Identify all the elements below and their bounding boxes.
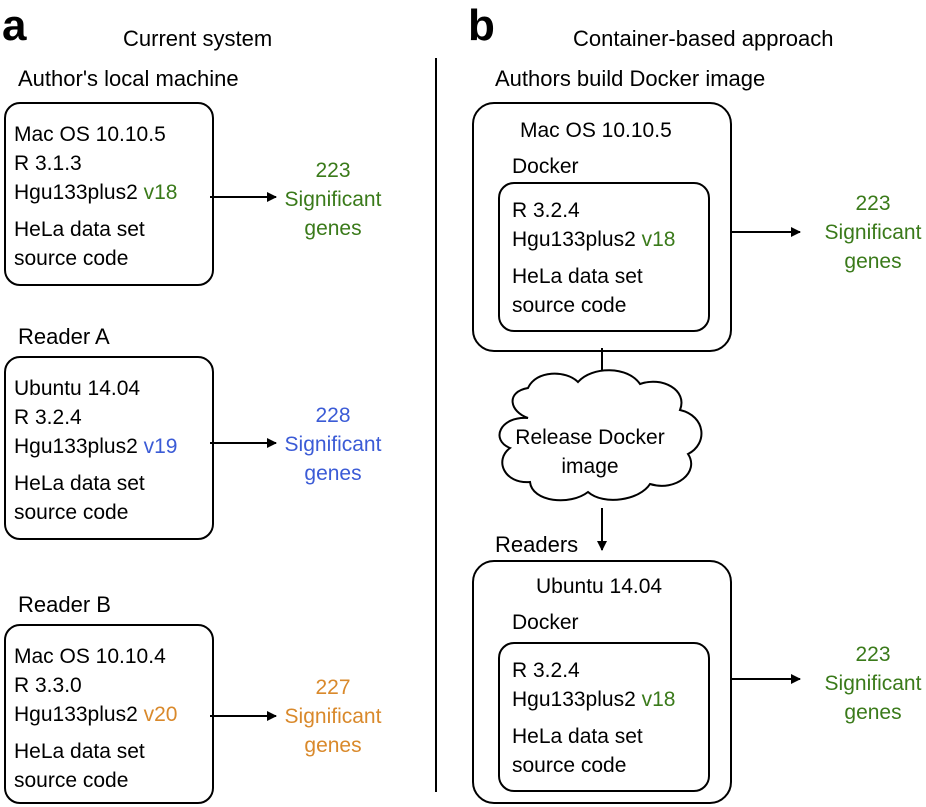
readers-label: Readers (495, 532, 579, 557)
readers-docker-label: Docker (512, 611, 579, 634)
reader-b-result-line2: genes (304, 734, 362, 757)
readers-dataset: HeLa data set (512, 725, 643, 748)
authors-build-label: Authors build Docker image (495, 66, 766, 91)
authors-package: Hgu133plus2 v18 (512, 225, 675, 254)
authors-result-count: 223 (855, 192, 891, 215)
reader-a-package-version: v19 (143, 435, 178, 458)
readers-result: 223 Significant genes (820, 640, 926, 727)
reader-b-dataset: HeLa data set (14, 740, 145, 763)
readers-source: source code (512, 754, 627, 777)
author-dataset: HeLa data set (14, 218, 145, 241)
authors-result-line2: genes (844, 250, 902, 273)
authors-docker-label: Docker (512, 155, 579, 178)
author-machine-box: Mac OS 10.10.5 R 3.1.3 Hgu133plus2 v18 H… (4, 102, 214, 286)
reader-a-label: Reader A (18, 324, 110, 349)
reader-b-result: 227 Significant genes (282, 673, 384, 760)
panel-b-title: Container-based approach (573, 26, 834, 51)
readers-package-name: Hgu133plus2 (512, 688, 636, 711)
reader-b-source: source code (14, 769, 129, 792)
author-package-version: v18 (143, 181, 178, 204)
reader-a-package-name: Hgu133plus2 (14, 435, 138, 458)
reader-a-result-line1: Significant (284, 433, 382, 456)
author-package-name: Hgu133plus2 (14, 181, 138, 204)
panel-divider (435, 58, 437, 792)
reader-a-package: Hgu133plus2 v19 (14, 432, 177, 461)
reader-a-dataset: HeLa data set (14, 472, 145, 495)
authors-host-os: Mac OS 10.10.5 (520, 119, 672, 142)
author-package: Hgu133plus2 v18 (14, 178, 177, 207)
readers-host-box: Ubuntu 14.04 Docker R 3.2.4 Hgu133plus2 … (472, 560, 732, 804)
reader-b-box: Mac OS 10.10.4 R 3.3.0 Hgu133plus2 v20 H… (4, 624, 214, 804)
reader-b-result-line1: Significant (284, 705, 382, 728)
release-cloud-shape (498, 369, 703, 502)
author-source: source code (14, 247, 129, 270)
panel-a-title: Current system (123, 26, 273, 51)
reader-b-label: Reader B (18, 592, 111, 617)
readers-package: Hgu133plus2 v18 (512, 685, 675, 714)
reader-a-source: source code (14, 501, 129, 524)
release-line1: Release Docker (515, 426, 665, 449)
readers-result-count: 223 (855, 643, 891, 666)
author-os: Mac OS 10.10.5 (14, 123, 166, 146)
authors-result: 223 Significant genes (820, 189, 926, 276)
reader-b-result-count: 227 (315, 676, 351, 699)
release-line2: image (561, 455, 619, 478)
authors-result-line1: Significant (824, 221, 922, 244)
author-r-version: R 3.1.3 (14, 152, 82, 175)
readers-result-line2: genes (844, 701, 902, 724)
reader-a-result-line2: genes (304, 462, 362, 485)
author-result-line2: genes (304, 217, 362, 240)
readers-host-os: Ubuntu 14.04 (536, 575, 663, 598)
panel-b-letter: b (468, 1, 495, 50)
reader-a-os: Ubuntu 14.04 (14, 377, 141, 400)
reader-b-os: Mac OS 10.10.4 (14, 645, 166, 668)
authors-package-version: v18 (641, 228, 676, 251)
release-cloud-text: Release Docker image (508, 423, 672, 481)
reader-a-box: Ubuntu 14.04 R 3.2.4 Hgu133plus2 v19 HeL… (4, 356, 214, 540)
readers-result-line1: Significant (824, 672, 922, 695)
readers-docker-box: R 3.2.4 Hgu133plus2 v18 HeLa data set so… (498, 642, 710, 792)
authors-package-name: Hgu133plus2 (512, 228, 636, 251)
author-machine-label: Author's local machine (18, 66, 239, 91)
authors-docker-box: R 3.2.4 Hgu133plus2 v18 HeLa data set so… (498, 182, 710, 332)
authors-dataset: HeLa data set (512, 265, 643, 288)
readers-package-version: v18 (641, 688, 676, 711)
panel-a-letter: a (2, 1, 27, 50)
reader-a-result-count: 228 (315, 404, 351, 427)
author-result-line1: Significant (284, 188, 382, 211)
author-result-count: 223 (315, 159, 351, 182)
reader-b-r-version: R 3.3.0 (14, 674, 82, 697)
reader-a-result: 228 Significant genes (282, 401, 384, 488)
reader-b-package-version: v20 (143, 703, 178, 726)
author-result: 223 Significant genes (282, 156, 384, 243)
authors-source: source code (512, 294, 627, 317)
readers-r-version: R 3.2.4 (512, 659, 580, 682)
reader-b-package: Hgu133plus2 v20 (14, 700, 177, 729)
authors-r-version: R 3.2.4 (512, 199, 580, 222)
reader-a-r-version: R 3.2.4 (14, 406, 82, 429)
reader-b-package-name: Hgu133plus2 (14, 703, 138, 726)
authors-host-box: Mac OS 10.10.5 Docker R 3.2.4 Hgu133plus… (472, 102, 732, 352)
